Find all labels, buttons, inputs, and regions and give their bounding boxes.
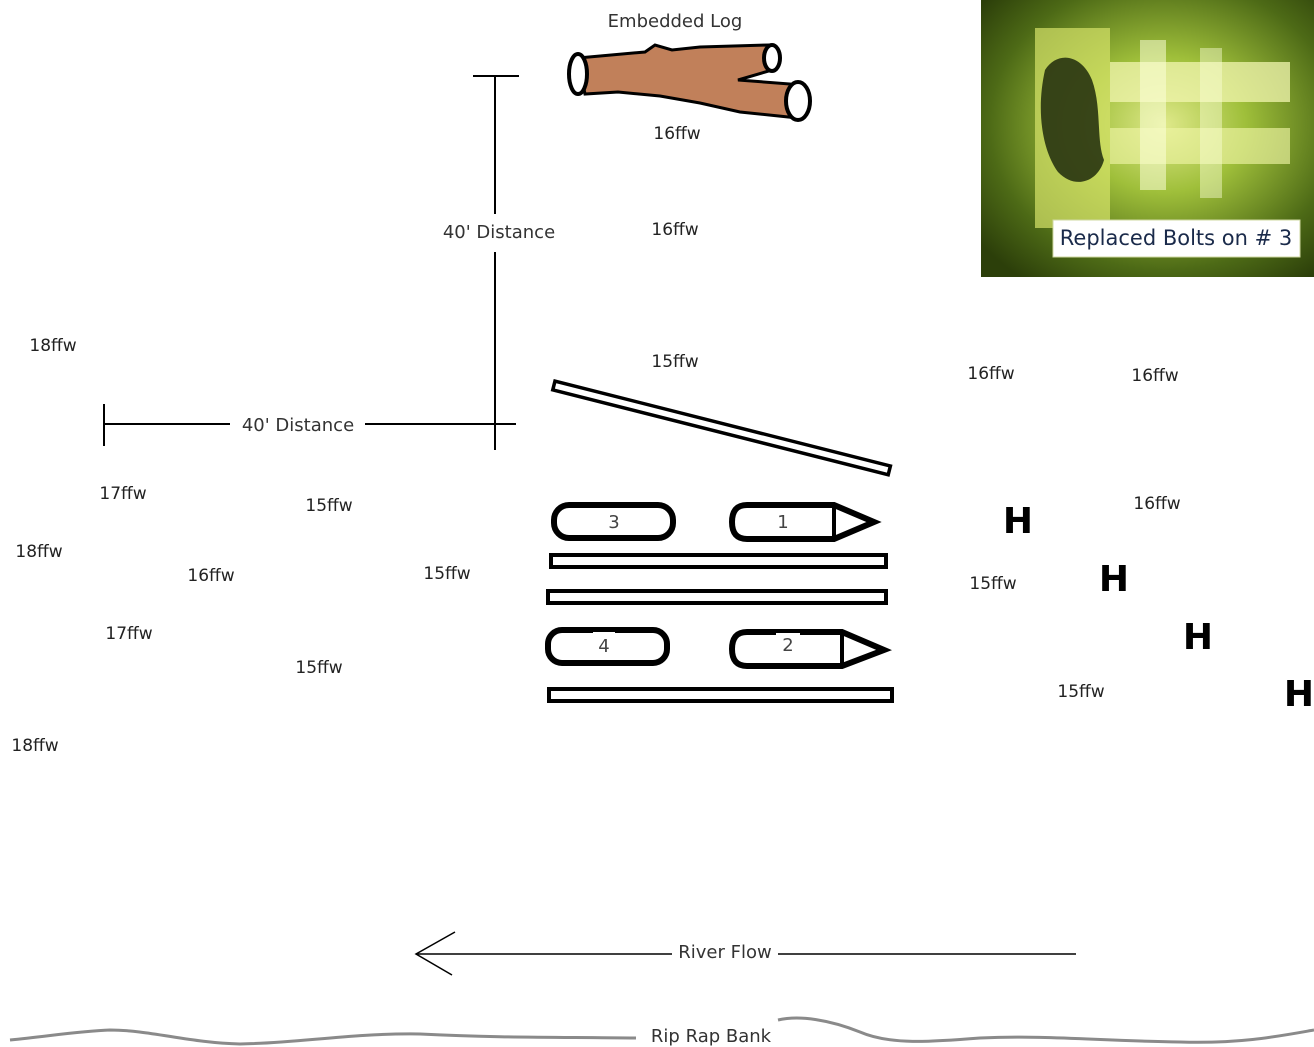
depth-reading: 16ffw [967, 364, 1014, 384]
h-marker: H [1003, 501, 1033, 542]
photo-bolt [1140, 40, 1166, 190]
depth-reading: 15ffw [295, 658, 342, 678]
pontoon-number: 4 [598, 636, 609, 657]
dock-structure: 3 1 4 2 [548, 381, 892, 701]
walkway-beam [551, 555, 886, 567]
embedded-log: Embedded Log [569, 11, 810, 120]
depth-reading: 16ffw [653, 124, 700, 144]
river-flow-label: River Flow [678, 942, 771, 963]
vertical-distance-label: 40' Distance [443, 222, 555, 243]
h-markers: H H H H [1003, 501, 1314, 715]
pontoon-number: 2 [782, 635, 793, 656]
depth-reading: 16ffw [1133, 494, 1180, 514]
log-end [764, 45, 780, 71]
horizontal-distance-label: 40' Distance [242, 415, 354, 436]
depth-reading: 15ffw [423, 564, 470, 584]
rip-rap-bank-label: Rip Rap Bank [651, 1026, 772, 1047]
photo-bolt [1200, 48, 1222, 198]
depth-reading: 16ffw [1131, 366, 1178, 386]
pontoon-3: 3 [554, 505, 673, 538]
depth-reading: 16ffw [187, 566, 234, 586]
log-label: Embedded Log [608, 11, 743, 32]
depth-reading: 16ffw [651, 220, 698, 240]
h-marker: H [1099, 559, 1129, 600]
depth-reading: 17ffw [105, 624, 152, 644]
log-end [786, 82, 810, 120]
bank-line-right [778, 1018, 1314, 1042]
log-end [569, 54, 587, 94]
depth-reading: 15ffw [305, 496, 352, 516]
walkway-beam [549, 689, 892, 701]
depth-reading: 18ffw [29, 336, 76, 356]
photo-caption: Replaced Bolts on # 3 [1060, 226, 1292, 250]
h-marker: H [1284, 674, 1314, 715]
h-marker: H [1183, 617, 1213, 658]
depth-reading: 17ffw [99, 484, 146, 504]
vertical-distance-marker: 40' Distance [443, 76, 555, 450]
walkway-beam [548, 591, 886, 603]
depth-reading: 18ffw [11, 736, 58, 756]
bank-line-left [10, 1030, 636, 1044]
depth-reading: 15ffw [651, 352, 698, 372]
pontoon-number: 1 [777, 512, 788, 533]
rip-rap-bank: Rip Rap Bank [10, 1018, 1314, 1047]
horizontal-distance-marker: 40' Distance [104, 404, 495, 446]
pontoon-number: 3 [608, 512, 619, 533]
depth-reading: 15ffw [1057, 682, 1104, 702]
depth-reading: 15ffw [969, 574, 1016, 594]
diagonal-beam [553, 381, 891, 475]
pontoon-4: 4 [548, 630, 667, 663]
river-flow: River Flow [416, 932, 1076, 975]
photo-inset: Replaced Bolts on # 3 [981, 0, 1314, 277]
depth-reading: 18ffw [15, 542, 62, 562]
pontoon-2: 2 [732, 632, 884, 666]
pontoon-1: 1 [732, 505, 874, 539]
